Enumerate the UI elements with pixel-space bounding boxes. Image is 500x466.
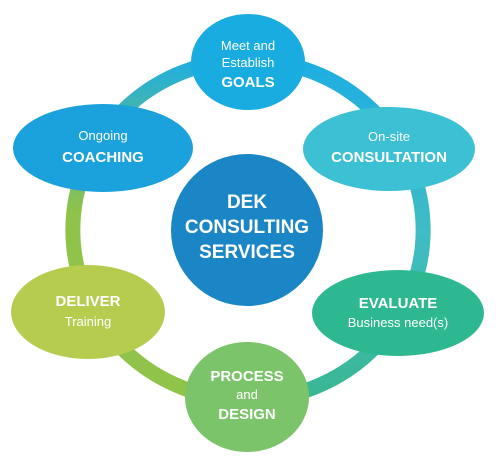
process-node: PROCESS and DESIGN: [185, 342, 309, 452]
consultation-title: CONSULTATION: [331, 149, 447, 166]
goals-node: Meet and Establish GOALS: [191, 14, 305, 110]
center-line-3: SERVICES: [199, 242, 295, 263]
center-line-1: DEK: [227, 192, 267, 213]
goals-title: GOALS: [221, 74, 274, 91]
process-ellipse: [185, 342, 309, 452]
coaching-node: Ongoing COACHING: [13, 104, 193, 192]
goals-line-1: Meet and: [221, 38, 275, 53]
center-line-2: CONSULTING: [185, 217, 309, 238]
process-line-3: DESIGN: [218, 406, 276, 423]
evaluate-subtitle: Business need(s): [348, 315, 448, 330]
center-circle: [171, 154, 323, 306]
ring-right-arc: [247, 52, 431, 408]
center-node: DEK CONSULTING SERVICES: [171, 154, 323, 306]
consultation-subtitle: On-site: [368, 129, 410, 144]
evaluate-title: EVALUATE: [359, 295, 438, 312]
deliver-node: DELIVER Training: [11, 265, 165, 359]
consultation-ellipse: [303, 107, 475, 191]
ring-left-arc: [65, 52, 249, 408]
process-line-2: and: [236, 387, 258, 402]
process-line-1: PROCESS: [210, 368, 283, 385]
evaluate-node: EVALUATE Business need(s): [312, 270, 484, 356]
coaching-ellipse: [13, 104, 193, 192]
coaching-title: COACHING: [62, 149, 144, 166]
goals-line-2: Establish: [222, 55, 275, 70]
coaching-subtitle: Ongoing: [78, 128, 127, 143]
goals-ellipse: [191, 14, 305, 110]
evaluate-ellipse: [312, 270, 484, 356]
deliver-subtitle: Training: [65, 314, 111, 329]
consultation-node: On-site CONSULTATION: [303, 107, 475, 191]
deliver-title: DELIVER: [55, 293, 120, 310]
deliver-ellipse: [11, 265, 165, 359]
